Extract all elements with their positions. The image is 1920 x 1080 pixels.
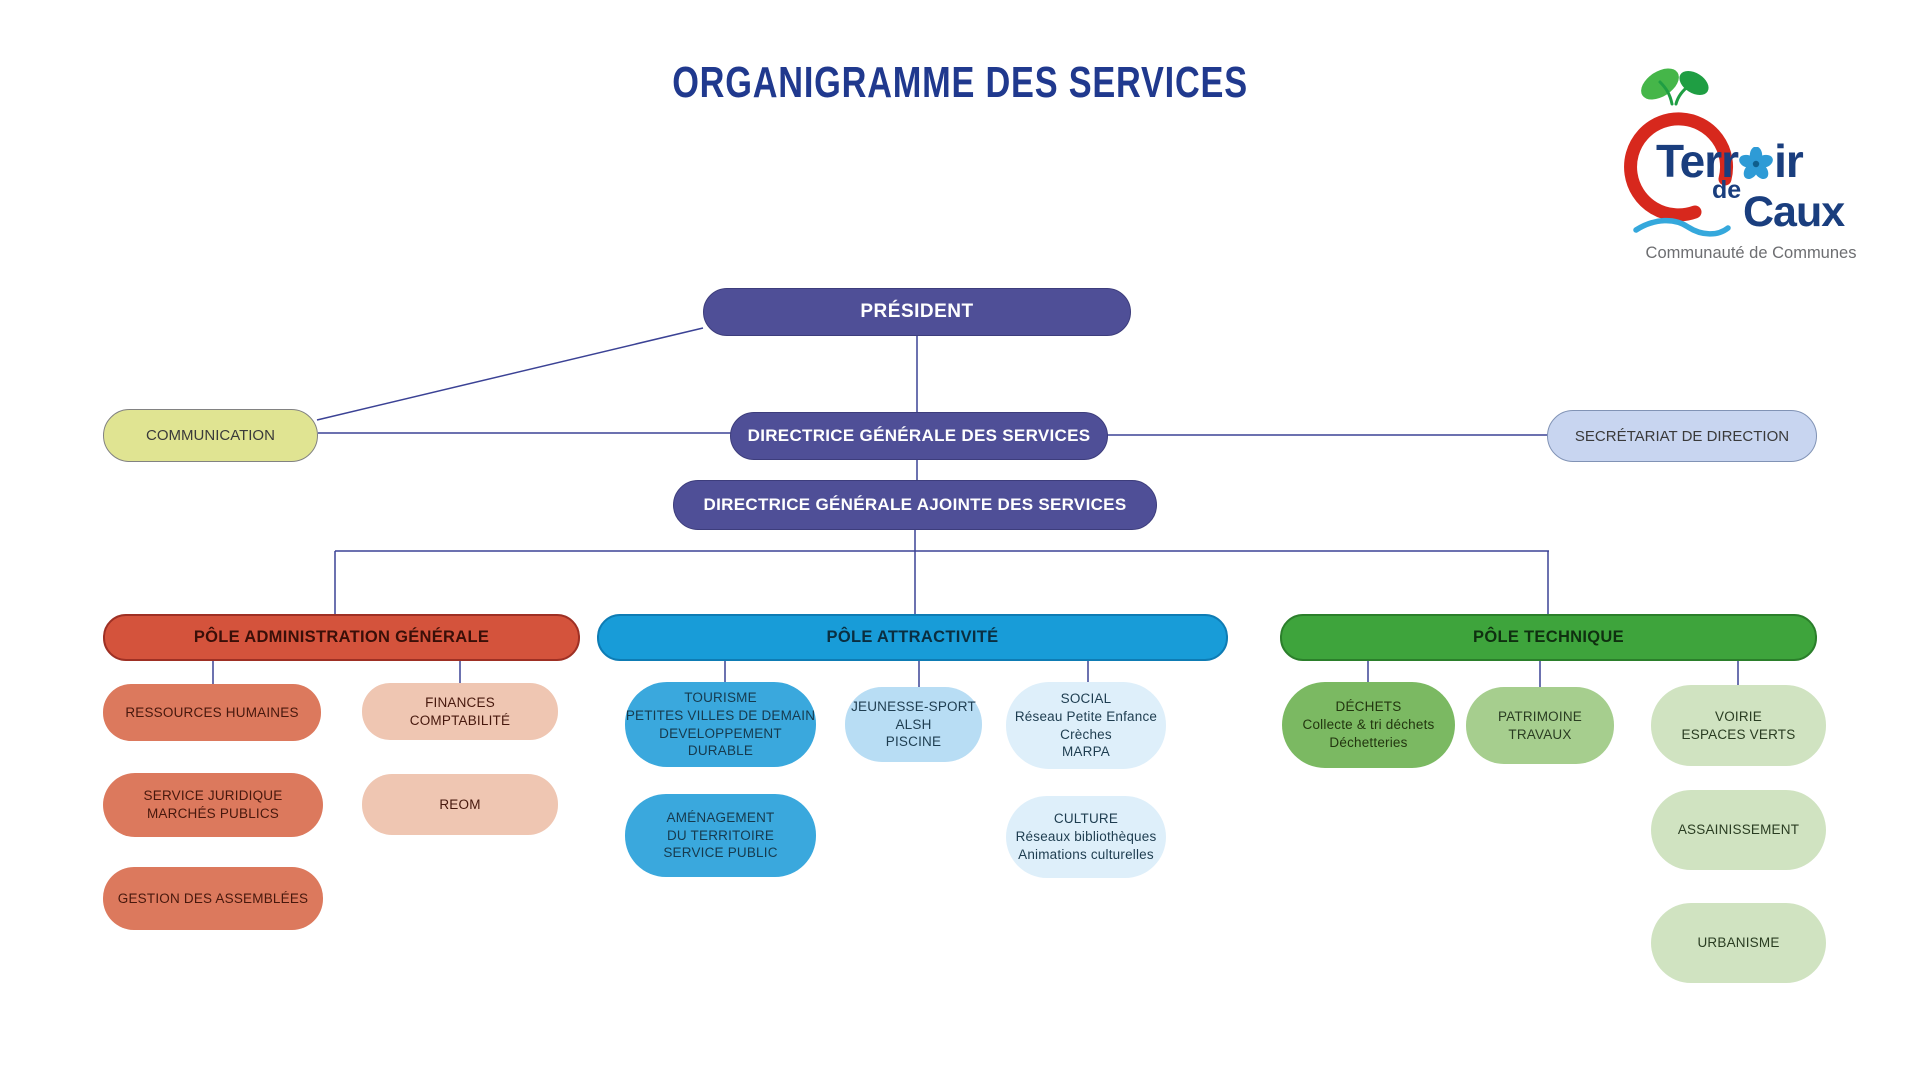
logo-leaves-icon: [1641, 68, 1709, 106]
pole-header-administration-generale: PÔLE ADMINISTRATION GÉNÉRALE: [103, 614, 580, 661]
service-tourisme: TOURISME PETITES VILLES DE DEMAIN DEVELO…: [625, 682, 816, 767]
logo: Terr ir de Caux Communauté de Communes: [1620, 52, 1882, 270]
logo-title: Terr ir: [1656, 135, 1804, 187]
service-juridique-marches-publics: SERVICE JURIDIQUE MARCHÉS PUBLICS: [103, 773, 323, 837]
service-reom: REOM: [362, 774, 558, 835]
node-secretariat-direction: SECRÉTARIAT DE DIRECTION: [1547, 410, 1817, 462]
pole-header-attractivite: PÔLE ATTRACTIVITÉ: [597, 614, 1228, 661]
page-title: ORGANIGRAMME DES SERVICES: [672, 58, 1248, 107]
node-communication: COMMUNICATION: [103, 409, 318, 462]
service-voirie-espaces-verts: VOIRIE ESPACES VERTS: [1651, 685, 1826, 766]
logo-ring-icon: [1624, 112, 1734, 222]
service-dechets: DÉCHETS Collecte & tri déchets Déchetter…: [1282, 682, 1455, 768]
service-finances-comptabilite: FINANCES COMPTABILITÉ: [362, 683, 558, 740]
service-gestion-assemblees: GESTION DES ASSEMBLÉES: [103, 867, 323, 930]
service-urbanisme: URBANISME: [1651, 903, 1826, 983]
logo-artwork: [1624, 68, 1734, 237]
logo-subtitle: Communauté de Communes: [1645, 244, 1857, 262]
logo-flower-icon: [1739, 147, 1773, 180]
node-directrice-generale-services: DIRECTRICE GÉNÉRALE DES SERVICES: [730, 412, 1108, 460]
service-amenagement-territoire: AMÉNAGEMENT DU TERRITOIRE SERVICE PUBLIC: [625, 794, 816, 877]
service-social: SOCIAL Réseau Petite Enfance Crèches MAR…: [1006, 682, 1166, 769]
logo-wave-icon: [1633, 217, 1731, 237]
service-ressources-humaines: RESSOURCES HUMAINES: [103, 684, 321, 741]
service-assainissement: ASSAINISSEMENT: [1651, 790, 1826, 870]
service-patrimoine-travaux: PATRIMOINE TRAVAUX: [1466, 687, 1614, 764]
node-president: PRÉSIDENT: [703, 288, 1131, 336]
node-directrice-generale-ajointe: DIRECTRICE GÉNÉRALE AJOINTE DES SERVICES: [673, 480, 1157, 530]
pole-header-technique: PÔLE TECHNIQUE: [1280, 614, 1817, 661]
logo-de-text: de: [1712, 176, 1742, 204]
service-culture: CULTURE Réseaux bibliothèques Animations…: [1006, 796, 1166, 878]
service-jeunesse-sport: JEUNESSE-SPORT ALSH PISCINE: [845, 687, 982, 762]
logo-caux-text: Caux: [1743, 188, 1845, 236]
